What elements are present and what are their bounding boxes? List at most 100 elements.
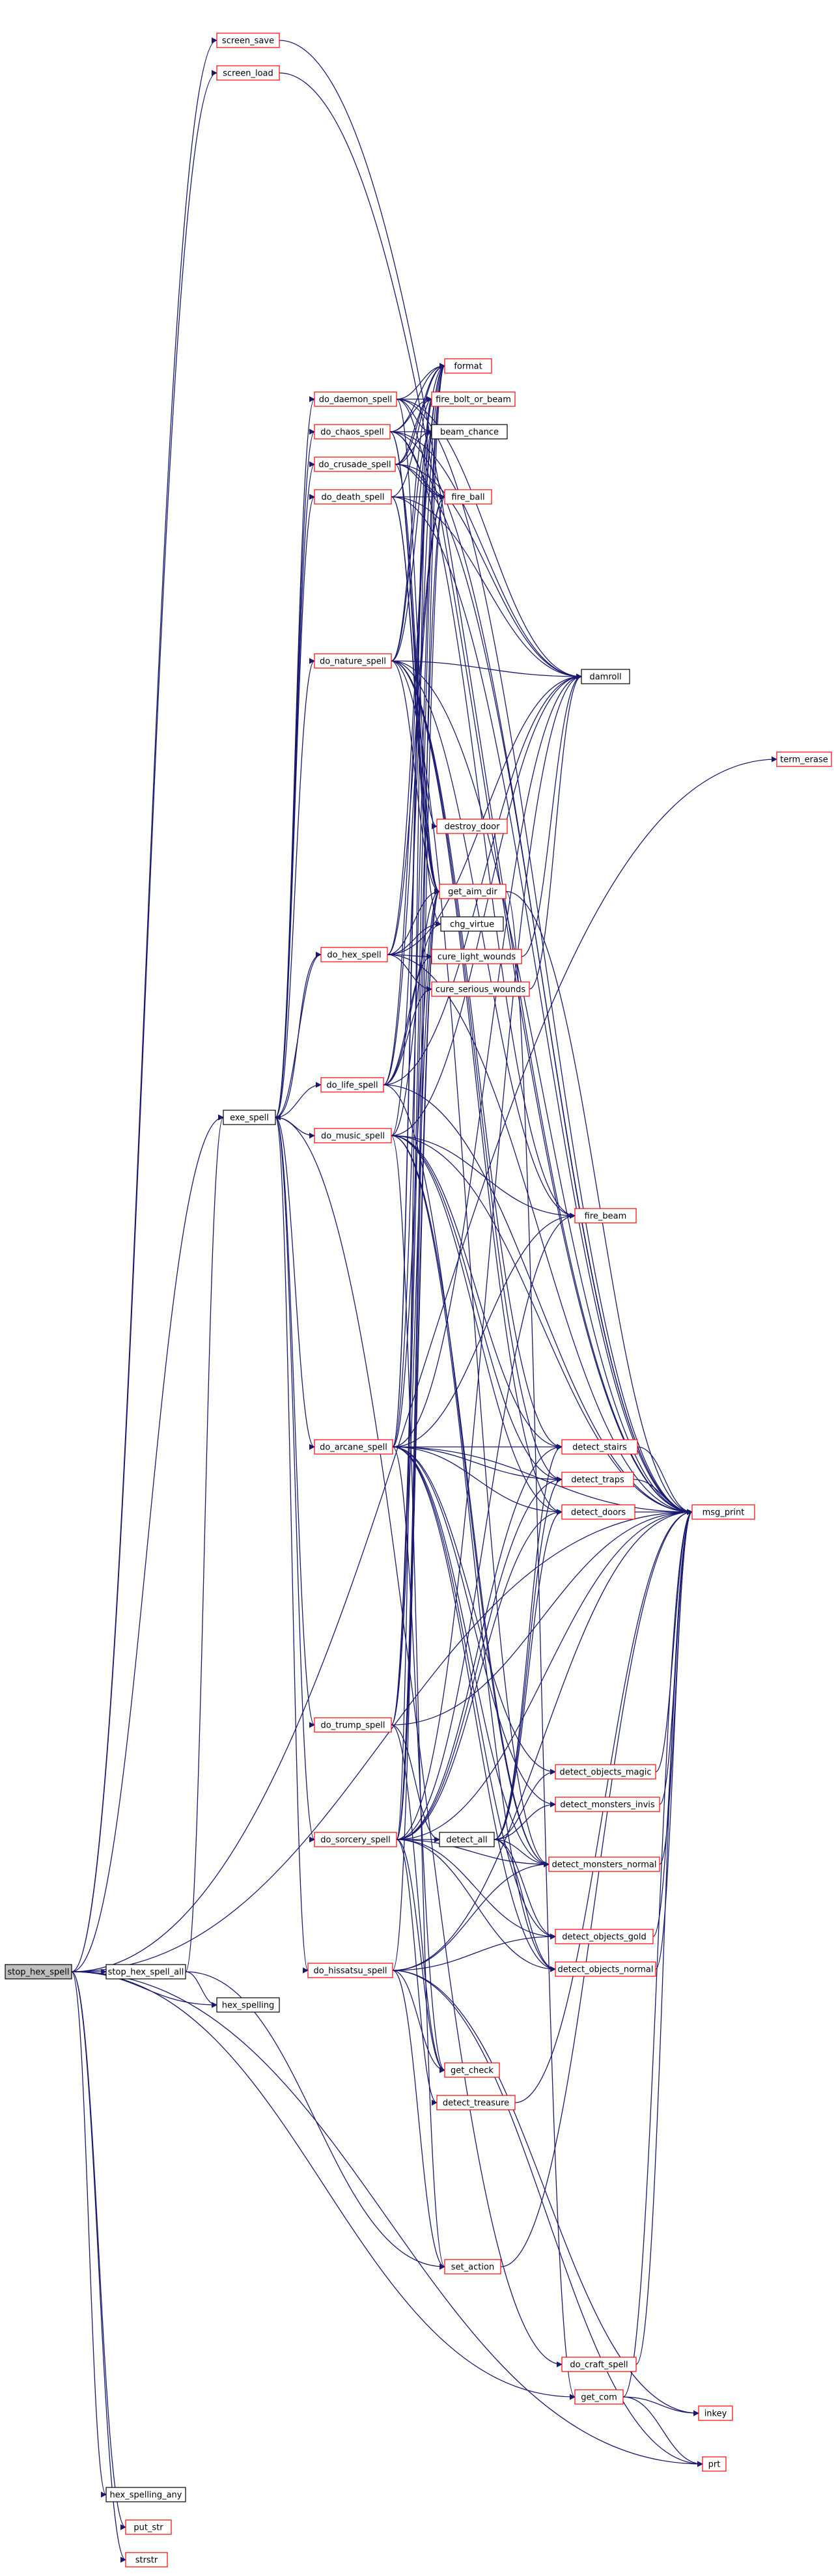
node-box-do-death-spell[interactable] <box>314 489 392 505</box>
node-label-fire-beam[interactable]: fire_beam <box>585 1212 627 1222</box>
node-detect-monsters-normal[interactable]: detect_monsters_normal <box>548 1856 660 1872</box>
node-label-do-craft-spell[interactable]: do_craft_spell <box>570 2360 628 2370</box>
node-detect-objects-normal[interactable]: detect_objects_normal <box>555 1961 656 1977</box>
node-detect-monsters-invis[interactable]: detect_monsters_invis <box>555 1797 660 1812</box>
node-box-do-daemon-spell[interactable] <box>314 391 397 407</box>
node-format[interactable]: format <box>444 358 492 374</box>
node-cure-serious-wounds[interactable]: cure_serious_wounds <box>431 981 530 997</box>
node-box-fire-ball[interactable] <box>444 489 492 505</box>
node-label-set-action[interactable]: set_action <box>451 2263 494 2273</box>
node-screen-load[interactable]: screen_load <box>216 65 280 81</box>
node-prt[interactable]: prt <box>702 2456 727 2472</box>
node-inkey[interactable]: inkey <box>698 2405 733 2421</box>
node-box-cure-light-wounds[interactable] <box>431 949 522 964</box>
node-box-do-chaos-spell[interactable] <box>314 424 391 440</box>
node-label-destroy-door[interactable]: destroy_door <box>445 822 500 832</box>
node-do-hissatsu-spell[interactable]: do_hissatsu_spell <box>307 1963 393 1978</box>
node-put-str[interactable]: put_str <box>125 2519 172 2535</box>
node-get-check[interactable]: get_check <box>444 2062 500 2078</box>
node-get-com[interactable]: get_com <box>574 2389 624 2405</box>
node-label-cure-light-wounds[interactable]: cure_light_wounds <box>438 953 516 962</box>
node-box-inkey[interactable] <box>698 2405 733 2421</box>
node-do-chaos-spell[interactable]: do_chaos_spell <box>314 424 391 440</box>
node-label-do-arcane-spell[interactable]: do_arcane_spell <box>320 1443 387 1453</box>
node-label-do-crusade-spell[interactable]: do_crusade_spell <box>318 460 391 470</box>
node-do-nature-spell[interactable]: do_nature_spell <box>314 653 392 669</box>
node-box-cure-serious-wounds[interactable] <box>431 981 530 997</box>
node-box-destroy-door[interactable] <box>436 819 508 834</box>
node-label-do-chaos-spell[interactable]: do_chaos_spell <box>320 428 384 438</box>
node-box-detect-monsters-invis[interactable] <box>555 1797 660 1812</box>
node-box-detect-monsters-normal[interactable] <box>548 1856 660 1872</box>
node-label-detect-objects-magic[interactable]: detect_objects_magic <box>559 1768 651 1778</box>
node-do-arcane-spell[interactable]: do_arcane_spell <box>314 1439 393 1455</box>
node-label-detect-traps[interactable]: detect_traps <box>571 1476 624 1485</box>
node-box-msg-print[interactable] <box>691 1504 755 1520</box>
node-box-strstr[interactable] <box>125 2552 168 2568</box>
node-label-fire-ball[interactable]: fire_ball <box>451 493 484 503</box>
node-box-detect-objects-normal[interactable] <box>555 1961 656 1977</box>
node-box-fire-beam[interactable] <box>574 1208 637 1224</box>
node-label-get-com[interactable]: get_com <box>581 2393 617 2403</box>
node-label-screen-load[interactable]: screen_load <box>223 69 273 79</box>
node-box-do-life-spell[interactable] <box>320 1077 384 1093</box>
node-label-fire-bolt-or-beam[interactable]: fire_bolt_or_beam <box>436 395 511 405</box>
node-do-hex-spell[interactable]: do_hex_spell <box>320 947 388 962</box>
node-label-do-music-spell[interactable]: do_music_spell <box>321 1132 385 1141</box>
node-box-detect-doors[interactable] <box>561 1504 635 1520</box>
node-box-detect-traps[interactable] <box>561 1472 634 1487</box>
node-label-strstr[interactable]: strstr <box>135 2556 158 2566</box>
node-fire-bolt-or-beam[interactable]: fire_bolt_or_beam <box>431 391 516 407</box>
node-label-inkey[interactable]: inkey <box>704 2409 727 2419</box>
node-label-detect-objects-normal[interactable]: detect_objects_normal <box>558 1965 654 1975</box>
node-box-do-crusade-spell[interactable] <box>314 456 396 472</box>
node-box-do-arcane-spell[interactable] <box>314 1439 393 1455</box>
node-fire-beam[interactable]: fire_beam <box>574 1208 637 1224</box>
node-do-trump-spell[interactable]: do_trump_spell <box>314 1717 392 1733</box>
node-label-do-trump-spell[interactable]: do_trump_spell <box>320 1721 385 1731</box>
node-label-do-daemon-spell[interactable]: do_daemon_spell <box>319 395 393 405</box>
node-box-set-action[interactable] <box>444 2259 501 2275</box>
node-do-sorcery-spell[interactable]: do_sorcery_spell <box>314 1832 397 1847</box>
node-label-detect-stairs[interactable]: detect_stairs <box>572 1443 627 1453</box>
node-box-do-sorcery-spell[interactable] <box>314 1832 397 1847</box>
node-set-action[interactable]: set_action <box>444 2259 501 2275</box>
node-box-do-hex-spell[interactable] <box>320 947 388 962</box>
node-label-msg-print[interactable]: msg_print <box>703 1508 745 1518</box>
node-label-put-str[interactable]: put_str <box>133 2523 163 2533</box>
node-label-get-check[interactable]: get_check <box>451 2066 494 2076</box>
node-label-detect-monsters-normal[interactable]: detect_monsters_normal <box>552 1860 657 1870</box>
node-detect-objects-gold[interactable]: detect_objects_gold <box>555 1929 654 1944</box>
node-destroy-door[interactable]: destroy_door <box>436 819 508 834</box>
node-detect-doors[interactable]: detect_doors <box>561 1504 635 1520</box>
node-label-do-life-spell[interactable]: do_life_spell <box>326 1081 378 1091</box>
node-box-screen-load[interactable] <box>216 65 280 81</box>
node-label-cure-serious-wounds[interactable]: cure_serious_wounds <box>436 985 525 995</box>
node-box-do-nature-spell[interactable] <box>314 653 392 669</box>
node-box-get-check[interactable] <box>444 2062 500 2078</box>
node-label-format[interactable]: format <box>454 362 482 372</box>
node-box-do-craft-spell[interactable] <box>561 2357 637 2372</box>
node-detect-traps[interactable]: detect_traps <box>561 1472 634 1487</box>
node-box-term-erase[interactable] <box>776 751 832 767</box>
node-do-daemon-spell[interactable]: do_daemon_spell <box>314 391 397 407</box>
node-do-death-spell[interactable]: do_death_spell <box>314 489 392 505</box>
node-do-craft-spell[interactable]: do_craft_spell <box>561 2357 637 2372</box>
node-box-detect-objects-magic[interactable] <box>555 1764 656 1780</box>
node-box-fire-bolt-or-beam[interactable] <box>431 391 516 407</box>
node-box-screen-save[interactable] <box>216 33 280 48</box>
node-label-do-sorcery-spell[interactable]: do_sorcery_spell <box>320 1836 390 1845</box>
node-box-prt[interactable] <box>702 2456 727 2472</box>
node-label-prt[interactable]: prt <box>708 2460 721 2470</box>
node-label-detect-doors[interactable]: detect_doors <box>571 1508 626 1518</box>
node-box-do-music-spell[interactable] <box>314 1128 392 1143</box>
node-box-get-aim-dir[interactable] <box>439 884 507 899</box>
node-label-detect-objects-gold[interactable]: detect_objects_gold <box>562 1933 647 1942</box>
node-cure-light-wounds[interactable]: cure_light_wounds <box>431 949 522 964</box>
node-label-term-erase[interactable]: term_erase <box>780 755 828 765</box>
node-label-do-hissatsu-spell[interactable]: do_hissatsu_spell <box>314 1967 387 1976</box>
node-screen-save[interactable]: screen_save <box>216 33 280 48</box>
node-box-detect-treasure[interactable] <box>436 2095 516 2110</box>
node-box-do-trump-spell[interactable] <box>314 1717 392 1733</box>
node-box-format[interactable] <box>444 358 492 374</box>
